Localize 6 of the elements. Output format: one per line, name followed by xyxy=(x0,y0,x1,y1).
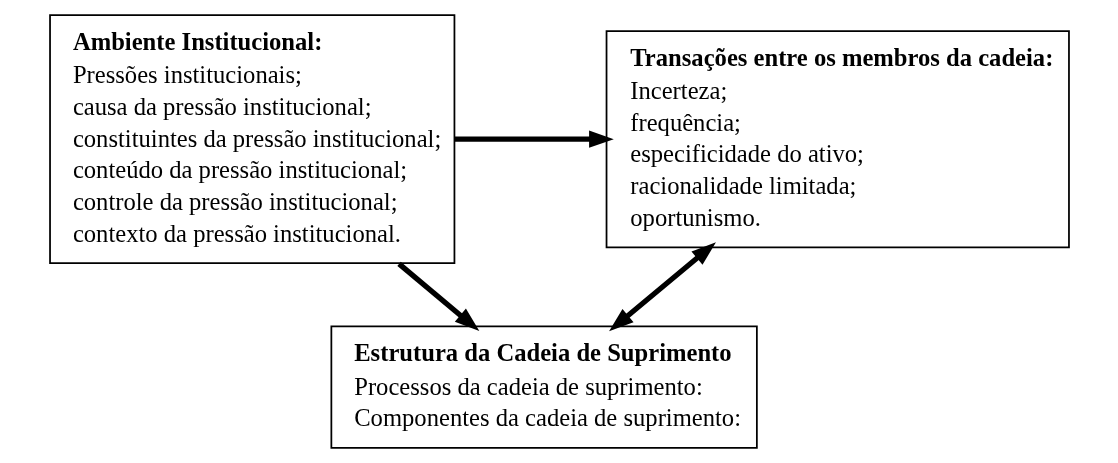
node-box: Transações entre os membros da cadeia: Incerteza; frequência; especificidade do ativo; racionalidade limitada; oportunismo. xyxy=(605,30,1070,249)
node-box: Ambiente Institucional: Pressões institucionais; causa da pressão institucional; constituintes da pressão institucional; conteúdo da pressão institucional; controle da pressão institucional; contexto da pressão institucional. xyxy=(48,14,455,265)
node-box: Estrutura da Cadeia de Suprimento Processos da cadeia de suprimento: Componentes da cadeia de suprimento: xyxy=(330,325,758,449)
arrow xyxy=(396,261,479,332)
arrow xyxy=(454,130,614,148)
arrow xyxy=(608,242,716,332)
